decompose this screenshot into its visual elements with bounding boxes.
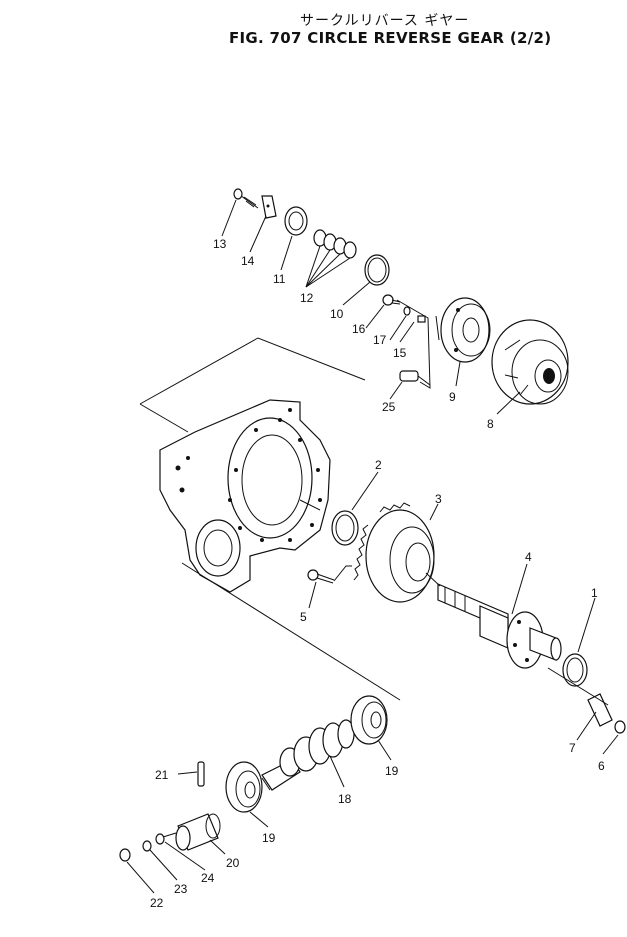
- callout-20: 20: [226, 856, 240, 870]
- callout-15: 15: [393, 346, 407, 360]
- callout-11: 11: [273, 272, 286, 286]
- callout-labels: 1 2 3 4 5 6 7 8 9 10 11 12 13 14 15 16 1…: [150, 237, 605, 910]
- part-2-seal: [331, 510, 359, 546]
- callout-19-lower: 19: [262, 831, 276, 845]
- callout-4: 4: [525, 550, 532, 564]
- leader-lines: [126, 199, 619, 894]
- callout-18: 18: [338, 792, 352, 806]
- part-13-bolt: [233, 188, 259, 209]
- figure-title-japanese: サークルリバース ギヤー: [300, 13, 470, 29]
- callout-12: 12: [300, 291, 314, 305]
- part-17-washer: [403, 306, 411, 316]
- callout-21: 21: [155, 768, 169, 782]
- part-20-bushing: [175, 813, 221, 851]
- callout-16: 16: [352, 322, 366, 336]
- callout-24: 24: [201, 871, 215, 885]
- part-19-bearing: [350, 695, 388, 745]
- callout-22: 22: [150, 896, 164, 910]
- callout-17: 17: [373, 333, 387, 347]
- figure-title: FIG. 707 CIRCLE REVERSE GEAR (2/2): [229, 29, 552, 47]
- part-10-o-ring: [364, 254, 390, 286]
- callout-8: 8: [487, 417, 494, 431]
- part-12-shims: [313, 229, 357, 259]
- part-8-bearing-cage: [491, 319, 569, 405]
- callout-14: 14: [241, 254, 255, 268]
- part-16-bolt: [382, 294, 401, 306]
- part-18-shaft: [261, 719, 355, 791]
- part-19-bearing: [225, 761, 263, 813]
- part-9-bearing: [440, 297, 491, 363]
- part-21-key: [197, 761, 205, 787]
- part-23-washer: [142, 840, 152, 852]
- part-3-gear: [353, 502, 435, 603]
- part-4-shaft: [437, 583, 562, 669]
- callout-2: 2: [375, 458, 382, 472]
- callout-5: 5: [300, 610, 307, 624]
- callout-25: 25: [382, 400, 396, 414]
- part-6-nut: [614, 720, 626, 734]
- reverse-gear-housing: [159, 399, 331, 593]
- callout-23: 23: [174, 882, 188, 896]
- callout-13: 13: [213, 237, 227, 251]
- callout-3: 3: [435, 492, 442, 506]
- part-11-cover: [284, 206, 308, 236]
- callout-9: 9: [449, 390, 456, 404]
- part-14-lock-plate: [261, 195, 277, 219]
- callout-7: 7: [569, 741, 576, 755]
- part-25-pin: [399, 370, 431, 386]
- callout-19-upper: 19: [385, 764, 399, 778]
- part-15-plug: [417, 315, 426, 323]
- part-24-bolt: [155, 832, 177, 845]
- callout-10: 10: [330, 307, 344, 321]
- callout-6: 6: [598, 759, 605, 773]
- part-1-snap-ring: [562, 653, 588, 687]
- part-7-lock-plate: [587, 693, 613, 727]
- part-22-washer: [119, 848, 131, 862]
- part-5-bolt: [307, 565, 352, 584]
- callout-1: 1: [591, 586, 598, 600]
